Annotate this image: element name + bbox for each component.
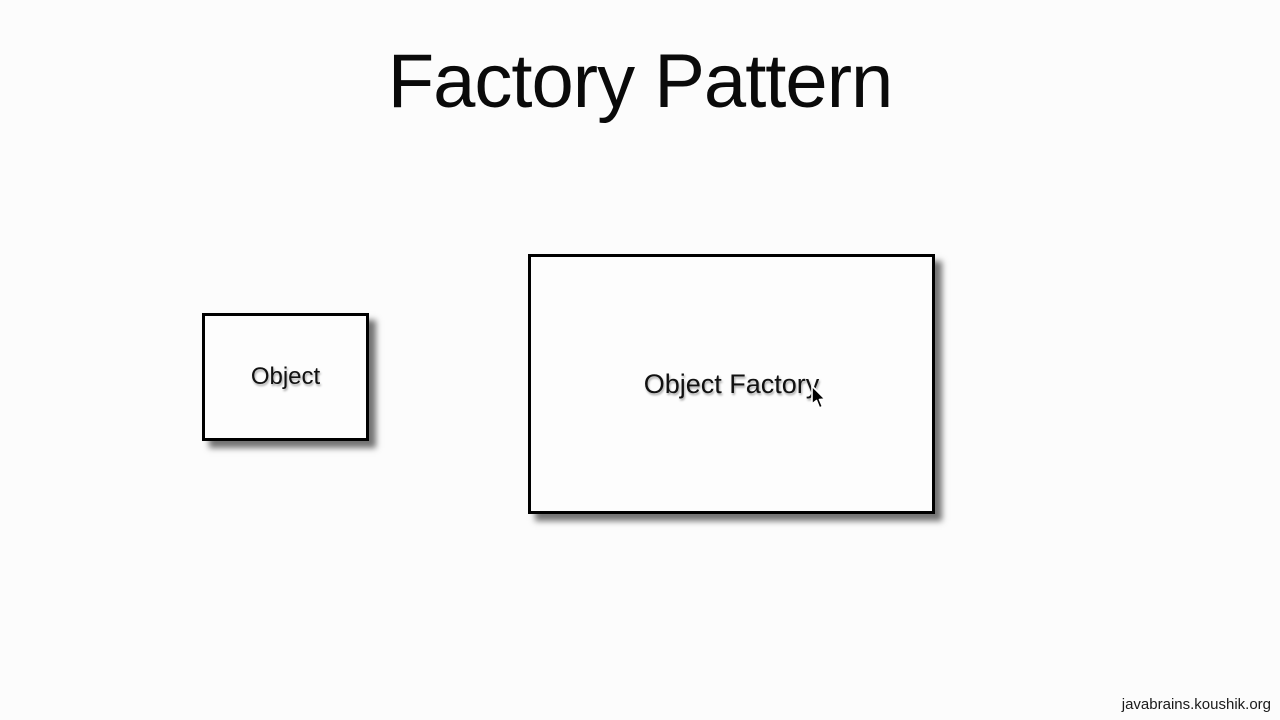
object-box: Object — [202, 313, 369, 441]
object-box-label: Object — [250, 363, 321, 390]
slide-title: Factory Pattern — [387, 39, 894, 124]
watermark-text: javabrains.koushik.org — [1121, 696, 1271, 713]
object-factory-box-label: Object Factory — [643, 368, 820, 399]
object-factory-box: Object Factory — [528, 254, 935, 514]
